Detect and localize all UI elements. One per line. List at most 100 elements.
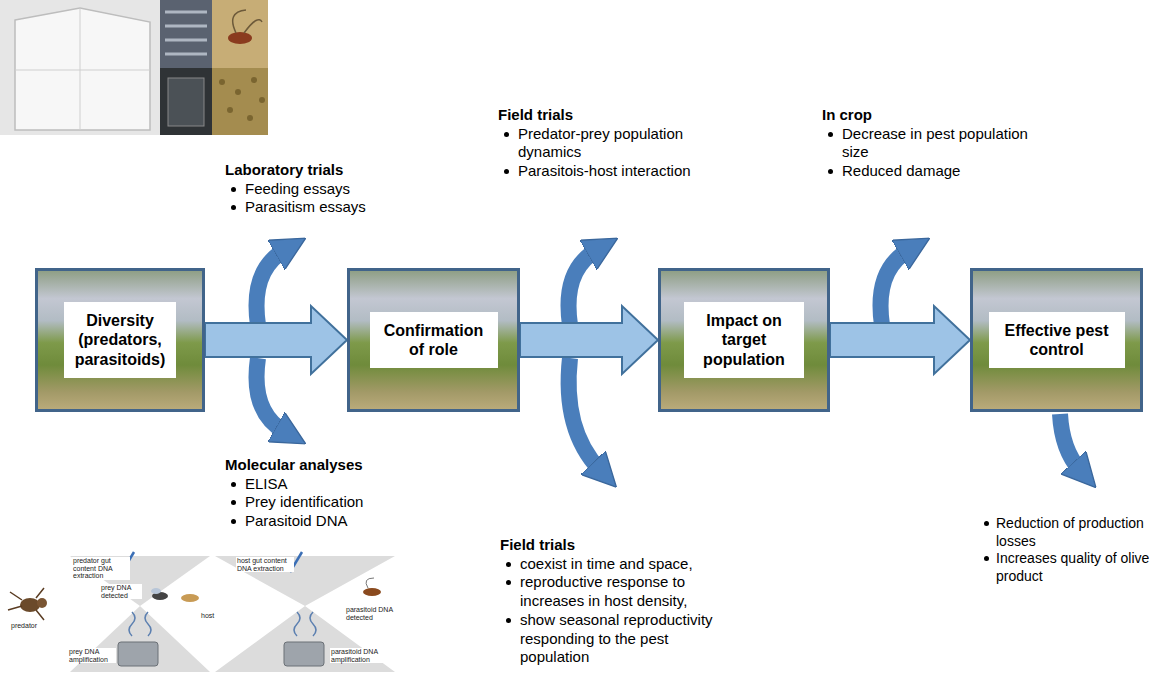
figure-label: prey DNA detected bbox=[100, 584, 142, 599]
bullet-item: Parasitoid DNA bbox=[225, 512, 445, 531]
wasp-body bbox=[228, 32, 252, 44]
bullet-text: Increases quality of olive product bbox=[996, 550, 1149, 584]
tent-photo bbox=[0, 0, 160, 135]
dna-helix bbox=[129, 612, 151, 636]
annotation-group: Field trialscoexist in time and space,re… bbox=[500, 535, 740, 667]
chamber-photo bbox=[160, 68, 212, 135]
chamber-door bbox=[168, 78, 204, 126]
photo-panel-box: Confirmation of role bbox=[347, 268, 520, 412]
annotation-heading: Field trials bbox=[500, 535, 740, 555]
figure-label: prey DNA amplification bbox=[68, 648, 116, 663]
figure-label: host bbox=[200, 612, 226, 620]
bullet-item: Decrease in pest population size bbox=[822, 125, 1057, 163]
node-title: Impact on target population bbox=[690, 311, 798, 369]
seed-dots bbox=[219, 77, 265, 121]
bullet-item: Feeding essays bbox=[225, 180, 445, 199]
molecular-illustration bbox=[8, 552, 395, 672]
node-title: Confirmation of role bbox=[376, 321, 492, 359]
seed-photo bbox=[212, 68, 268, 135]
figure-label: host gut content DNA extraction bbox=[236, 557, 294, 572]
photo-collage bbox=[0, 0, 268, 135]
figure-label: predator bbox=[10, 622, 52, 630]
label-card: Confirmation of role bbox=[370, 312, 498, 368]
figure-label: predator gut content DNA extraction bbox=[72, 557, 130, 580]
bullet-item: Increases quality of olive product bbox=[980, 550, 1152, 585]
annotation-heading: Field trials bbox=[498, 105, 748, 125]
bullet-item: Reduction of production losses bbox=[980, 515, 1152, 550]
curved-arrow bbox=[1060, 414, 1080, 470]
bullet-item: Parasitois-host interaction bbox=[498, 162, 748, 181]
pcr-machine bbox=[118, 642, 158, 666]
bullet-dot bbox=[231, 205, 236, 210]
bullet-text: coexist in time and space, bbox=[520, 555, 693, 572]
curved-arrow bbox=[569, 358, 600, 470]
bullet-item: show seasonal reproductivity responding … bbox=[500, 611, 740, 667]
bullet-dot bbox=[828, 132, 833, 137]
curved-arrow bbox=[257, 250, 285, 325]
bullet-dot bbox=[984, 556, 989, 561]
bullet-text: Parasitism essays bbox=[245, 198, 366, 215]
curved-arrows bbox=[257, 250, 1080, 470]
node-title: Diversity (predators, parasitoids) bbox=[70, 311, 170, 369]
dna-helix bbox=[294, 612, 316, 636]
shelves-photo bbox=[160, 0, 212, 68]
wasp-wings bbox=[233, 10, 262, 33]
bullet-item: ELISA bbox=[225, 475, 445, 494]
node-title: Effective pest control bbox=[995, 321, 1119, 359]
bullet-dot bbox=[828, 169, 833, 174]
annotation-group: Laboratory trialsFeeding essaysParasitis… bbox=[225, 160, 445, 217]
annotation-heading: In crop bbox=[822, 105, 1057, 125]
annotation-group: In cropDecrease in pest population sizeR… bbox=[822, 105, 1057, 181]
bullet-item: Prey identification bbox=[225, 493, 445, 512]
bullet-dot bbox=[231, 500, 236, 505]
annotation-group: Reduction of production lossesIncreases … bbox=[980, 515, 1152, 585]
label-card: Effective pest control bbox=[989, 312, 1125, 368]
bullet-text: ELISA bbox=[245, 475, 288, 492]
spider-figure bbox=[8, 588, 47, 620]
bullet-item: Parasitism essays bbox=[225, 198, 445, 217]
bullet-dot bbox=[506, 618, 511, 623]
block-arrow bbox=[205, 306, 347, 374]
figure-label: parasitoid DNA detected bbox=[345, 606, 395, 621]
curved-arrow bbox=[881, 250, 909, 325]
tent-cage bbox=[15, 8, 150, 130]
shelf-lines bbox=[165, 12, 207, 54]
pcr-machine bbox=[284, 642, 324, 666]
bullet-dot bbox=[506, 562, 511, 567]
larva-figure bbox=[181, 594, 199, 602]
block-arrow bbox=[520, 306, 658, 374]
bullet-dot bbox=[231, 482, 236, 487]
bullet-dot bbox=[504, 169, 509, 174]
insect-photo bbox=[212, 0, 268, 68]
annotation-heading: Molecular analyses bbox=[225, 455, 445, 475]
wasp-figure bbox=[363, 578, 381, 596]
bullet-text: Reduced damage bbox=[842, 162, 960, 179]
bullet-text: Parasitoid DNA bbox=[245, 512, 348, 529]
block-arrow bbox=[830, 306, 970, 374]
annotation-group: Molecular analysesELISAPrey identificati… bbox=[225, 455, 445, 531]
tent-seam bbox=[15, 8, 150, 130]
bullet-dot bbox=[984, 521, 989, 526]
photo-panel-box: Impact on target population bbox=[658, 268, 830, 412]
label-card: Diversity (predators, parasitoids) bbox=[64, 302, 176, 378]
curved-arrow bbox=[569, 250, 597, 325]
bullet-dot bbox=[231, 187, 236, 192]
bullet-text: Reduction of production losses bbox=[996, 515, 1144, 549]
fly-figure bbox=[151, 588, 168, 600]
bullet-text: show seasonal reproductivity responding … bbox=[520, 611, 713, 666]
figure-label: parasitoid DNA amplification bbox=[330, 648, 390, 663]
bullet-dot bbox=[506, 580, 511, 585]
bullet-item: Predator-prey population dynamics bbox=[498, 125, 748, 163]
label-card: Impact on target population bbox=[684, 302, 804, 378]
bullet-text: Parasitois-host interaction bbox=[518, 162, 691, 179]
bullet-text: Predator-prey population dynamics bbox=[518, 125, 683, 161]
bullet-item: Reduced damage bbox=[822, 162, 1057, 181]
bullet-text: Decrease in pest population size bbox=[842, 125, 1028, 161]
curved-arrow bbox=[257, 358, 285, 432]
bullet-item: coexist in time and space, bbox=[500, 555, 740, 574]
photo-panel-box: Diversity (predators, parasitoids) bbox=[35, 268, 205, 412]
bullet-item: reproductive response to increases in ho… bbox=[500, 573, 740, 611]
bullet-text: Prey identification bbox=[245, 493, 363, 510]
bullet-text: reproductive response to increases in ho… bbox=[520, 573, 687, 609]
